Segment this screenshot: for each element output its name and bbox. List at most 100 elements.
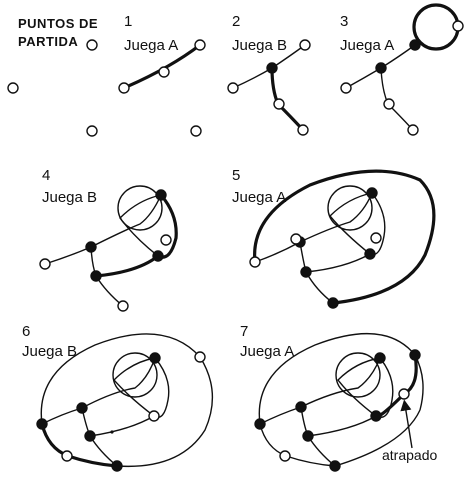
spot xyxy=(297,124,309,136)
panel-title: Juega A xyxy=(340,37,394,54)
dead-spot xyxy=(300,266,312,278)
panel-number: 4 xyxy=(42,167,50,184)
dead-spot xyxy=(370,410,382,422)
dead-spot xyxy=(152,250,164,262)
panel-number: 3 xyxy=(340,13,348,30)
panel-7: 7 Juega A atrapado xyxy=(240,323,437,472)
start-points-label-line1: PUNTOS DE xyxy=(18,16,98,31)
line xyxy=(259,423,336,467)
dead-spot xyxy=(254,418,266,430)
dead-spot xyxy=(90,270,102,282)
new-spot xyxy=(158,66,170,78)
panel-1: 1 Juega A xyxy=(118,13,206,137)
panel-number: 7 xyxy=(240,323,248,340)
panel-number: 2 xyxy=(232,13,240,30)
dead-spot xyxy=(76,402,88,414)
spot xyxy=(118,82,130,94)
stray-dot xyxy=(110,430,114,434)
panel-4: 4 Juega B xyxy=(39,167,178,312)
dead-spot xyxy=(155,189,167,201)
line xyxy=(329,192,373,255)
dead-spot xyxy=(302,430,314,442)
line xyxy=(305,192,386,273)
loop xyxy=(117,185,163,231)
dead-spot xyxy=(85,241,97,253)
line xyxy=(307,357,394,437)
panel-title: Juega A xyxy=(240,343,294,360)
line xyxy=(254,192,373,263)
move-line xyxy=(374,354,418,419)
dead-spot xyxy=(409,39,421,51)
new-spot xyxy=(290,233,302,245)
panel-6: 6 Juega B xyxy=(22,323,214,472)
spot xyxy=(117,300,129,312)
spot xyxy=(39,258,51,270)
panel-number: 6 xyxy=(22,323,30,340)
spot xyxy=(383,98,395,110)
line xyxy=(119,194,162,257)
spot xyxy=(407,124,419,136)
start-point xyxy=(86,125,98,137)
new-spot xyxy=(452,20,464,32)
line xyxy=(337,357,381,417)
line xyxy=(41,357,156,425)
panel-5: 5 Juega A xyxy=(232,167,436,309)
dead-spot xyxy=(111,460,123,472)
panel-number: 1 xyxy=(124,13,132,30)
spot xyxy=(194,39,206,51)
dead-spot xyxy=(36,418,48,430)
spot xyxy=(148,410,160,422)
line xyxy=(258,332,424,425)
line xyxy=(113,357,156,417)
panel-3: 3 Juega A xyxy=(340,3,464,136)
dead-spot xyxy=(409,349,421,361)
spot xyxy=(299,39,311,51)
start-point xyxy=(86,39,98,51)
move-line xyxy=(40,423,118,468)
spot xyxy=(160,234,172,246)
start-point xyxy=(7,82,19,94)
move-line xyxy=(95,193,178,278)
spot xyxy=(249,256,261,268)
line xyxy=(334,409,421,467)
dead-spot xyxy=(364,248,376,260)
panel-title: Juega A xyxy=(232,189,286,206)
dead-spot xyxy=(295,401,307,413)
trapped-spot xyxy=(398,388,410,400)
dead-spot xyxy=(375,62,387,74)
trapped-arrow xyxy=(400,399,413,449)
dead-spot xyxy=(327,297,339,309)
spot xyxy=(190,125,202,137)
spot xyxy=(279,450,291,462)
line xyxy=(89,357,170,437)
dead-spot xyxy=(329,460,341,472)
dead-spot xyxy=(84,430,96,442)
panel-title: Juega B xyxy=(42,189,97,206)
spot xyxy=(194,351,206,363)
trapped-label: atrapado xyxy=(382,447,437,463)
move-line xyxy=(253,169,436,305)
loop xyxy=(112,352,158,398)
panel-number: 5 xyxy=(232,167,240,184)
panel-title: Juega A xyxy=(124,37,178,54)
panel-2: 2 Juega B xyxy=(227,13,311,136)
dead-spot xyxy=(366,187,378,199)
line xyxy=(380,67,414,131)
loop-move xyxy=(412,3,460,51)
spot xyxy=(340,82,352,94)
new-spot xyxy=(61,450,73,462)
panel-title: Juega B xyxy=(22,343,77,360)
dead-spot xyxy=(266,62,278,74)
new-spot xyxy=(273,98,285,110)
panel-start: PUNTOS DE PARTIDA xyxy=(7,16,98,137)
line xyxy=(44,194,162,265)
loop xyxy=(327,185,373,231)
dead-spot xyxy=(149,352,161,364)
line xyxy=(259,357,381,425)
loop xyxy=(335,352,381,398)
spot xyxy=(370,232,382,244)
start-points-label-line2: PARTIDA xyxy=(18,34,78,49)
dead-spot xyxy=(374,352,386,364)
